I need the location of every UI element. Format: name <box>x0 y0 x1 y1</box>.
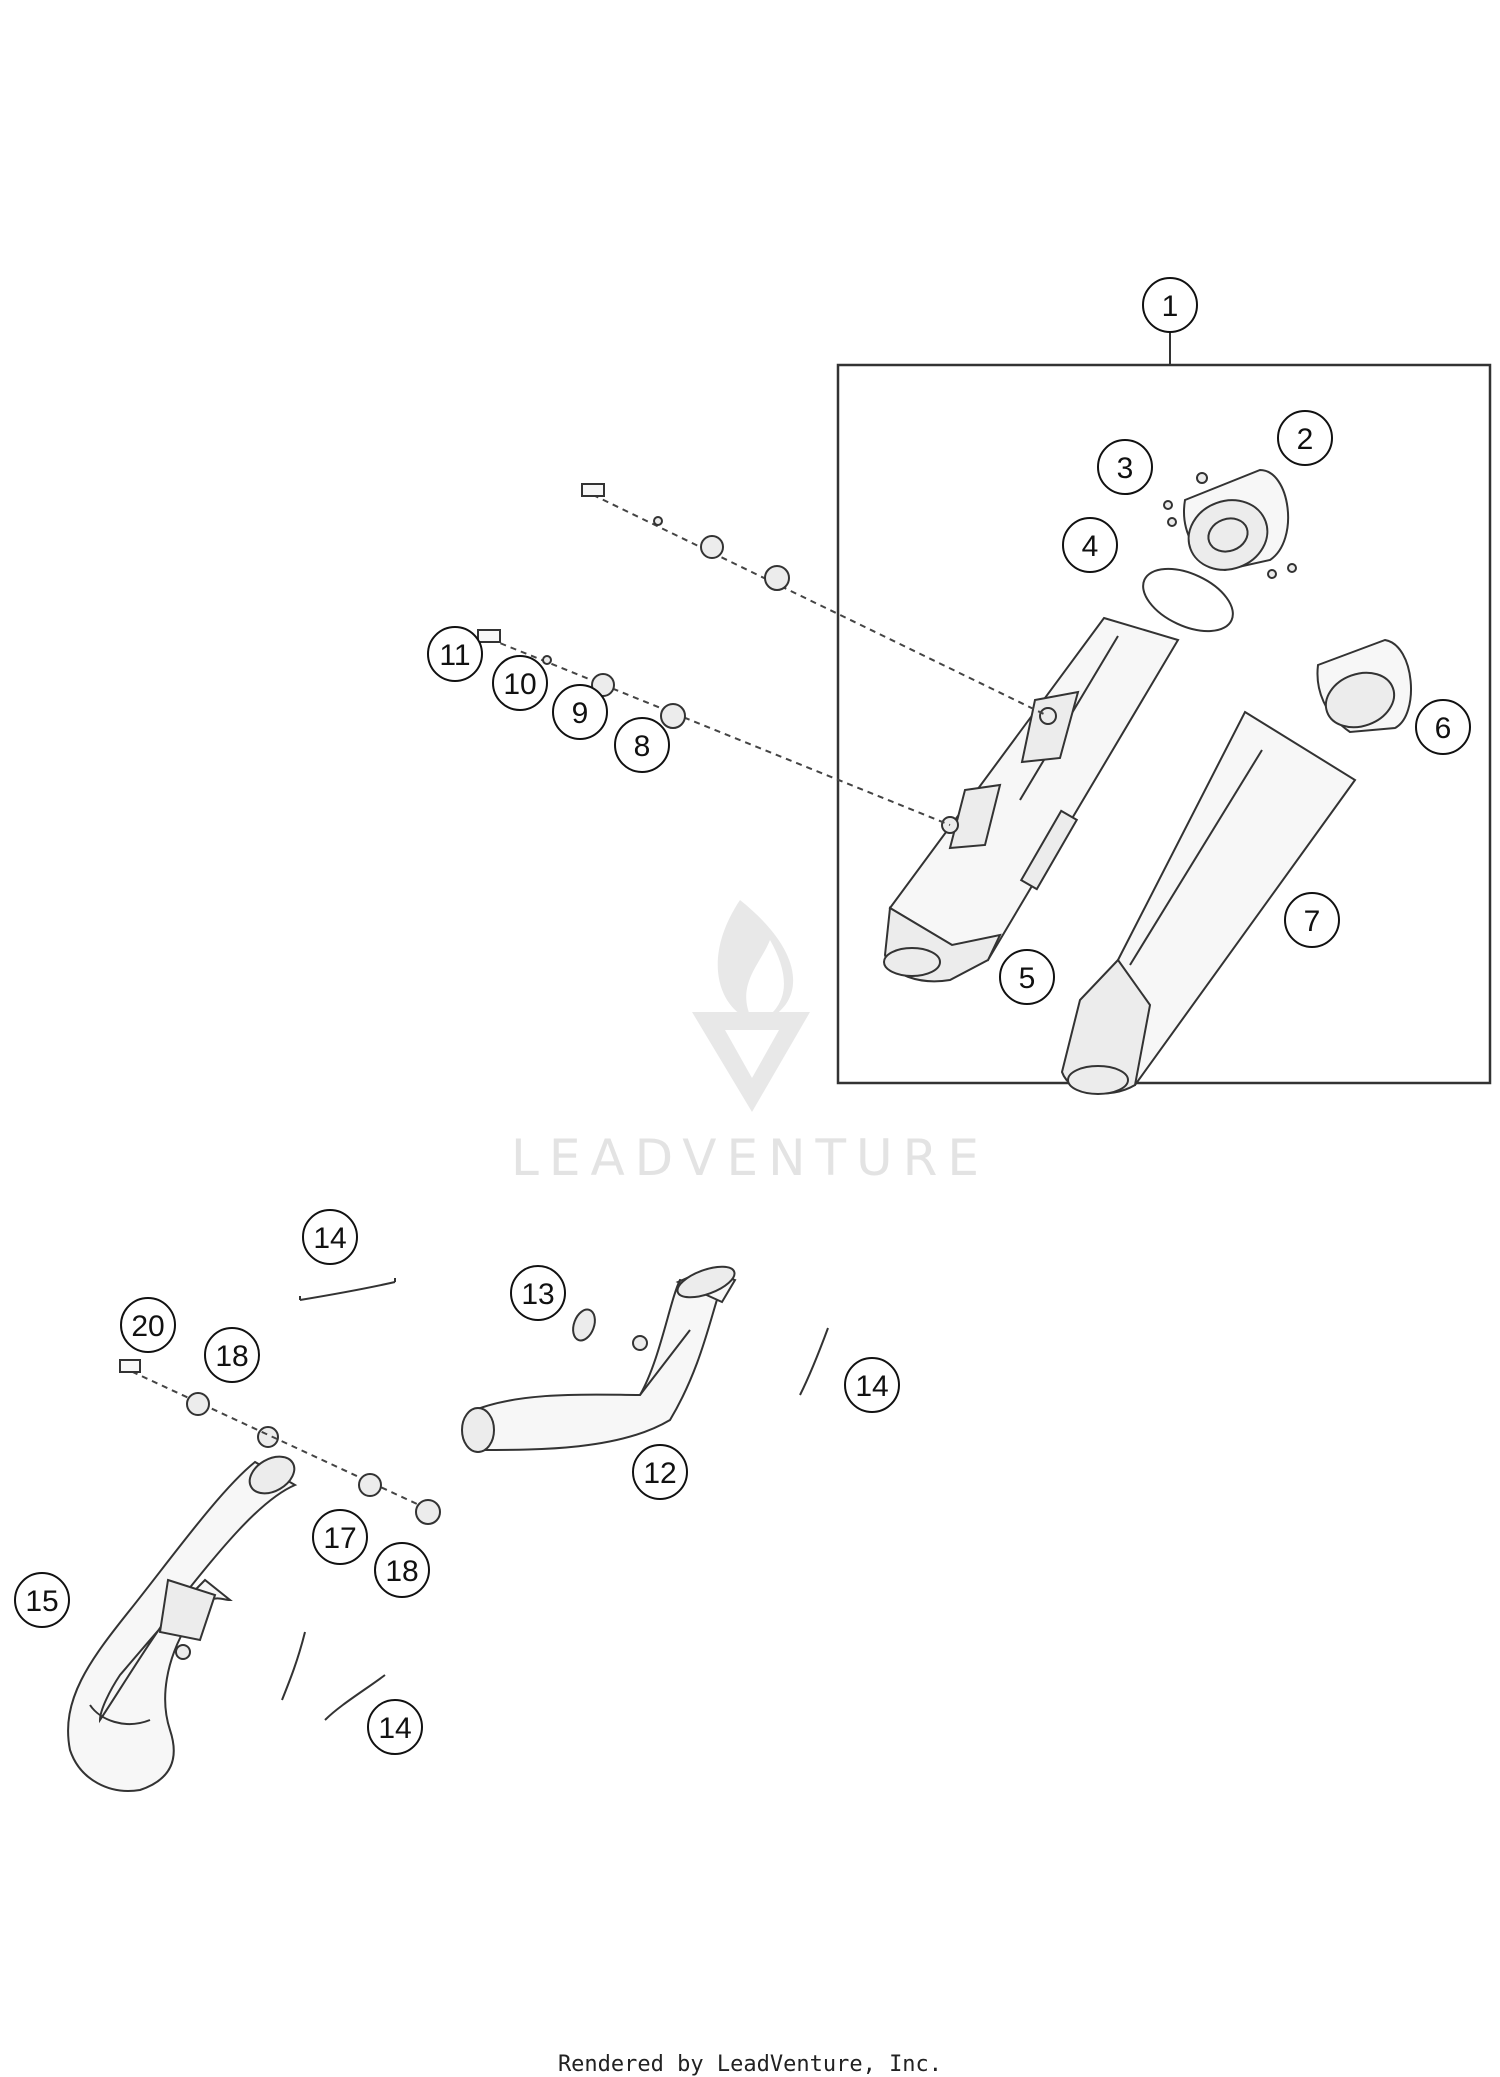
svg-text:6: 6 <box>1435 712 1452 745</box>
end-cap <box>1163 468 1297 579</box>
callout-14: 14 <box>844 1357 900 1413</box>
svg-text:8: 8 <box>634 730 651 763</box>
callout-14: 14 <box>367 1699 423 1755</box>
svg-text:20: 20 <box>131 1310 164 1343</box>
spring <box>281 1631 306 1701</box>
svg-text:14: 14 <box>313 1222 346 1255</box>
svg-text:18: 18 <box>385 1555 418 1588</box>
svg-text:1: 1 <box>1162 290 1179 323</box>
callout-7: 7 <box>1284 892 1340 948</box>
callout-18: 18 <box>204 1327 260 1383</box>
svg-text:14: 14 <box>855 1370 888 1403</box>
svg-text:11: 11 <box>439 639 470 672</box>
silencer-body <box>883 616 1180 983</box>
svg-text:3: 3 <box>1117 452 1134 485</box>
gasket-ring <box>1142 567 1234 633</box>
bolt-lower <box>477 629 686 729</box>
callout-13: 13 <box>510 1265 566 1321</box>
footer-credit: Rendered by LeadVenture, Inc. <box>557 2052 943 2077</box>
spring <box>299 1278 396 1301</box>
watermark-logo <box>692 900 810 1112</box>
fastener-line <box>479 634 951 826</box>
end-cap-spare <box>1316 638 1412 734</box>
silencer-assembly-frame <box>836 363 1492 1085</box>
svg-text:5: 5 <box>1019 962 1036 995</box>
callout-1: 1 <box>1142 277 1198 333</box>
bolt-front <box>119 1359 441 1525</box>
spring <box>799 1327 829 1396</box>
callout-11: 11 <box>427 626 483 682</box>
svg-text:9: 9 <box>572 697 589 730</box>
callout-8: 8 <box>614 717 670 773</box>
spring <box>324 1674 386 1721</box>
svg-text:2: 2 <box>1297 423 1314 456</box>
front-pipe <box>67 1426 298 1792</box>
svg-text:18: 18 <box>215 1340 248 1373</box>
callout-3: 3 <box>1097 439 1153 495</box>
callout-20: 20 <box>120 1297 176 1353</box>
bolt-upper <box>581 483 790 591</box>
svg-text:7: 7 <box>1304 905 1321 938</box>
callout-15: 15 <box>14 1572 70 1628</box>
callout-18: 18 <box>374 1542 430 1598</box>
watermark-text: LEADVENTURE <box>511 1129 989 1187</box>
callout-6: 6 <box>1415 699 1471 755</box>
silencer-sleeve <box>1060 710 1357 1095</box>
svg-text:14: 14 <box>378 1712 411 1745</box>
callout-9: 9 <box>552 684 608 740</box>
fastener-line <box>582 489 1049 717</box>
svg-text:13: 13 <box>521 1278 554 1311</box>
svg-text:12: 12 <box>643 1457 676 1490</box>
callout-4: 4 <box>1062 517 1118 573</box>
svg-text:15: 15 <box>25 1585 58 1618</box>
callout-10: 10 <box>492 655 548 711</box>
header-pipe <box>461 1265 737 1453</box>
callout-17: 17 <box>312 1509 368 1565</box>
callout-12: 12 <box>632 1444 688 1500</box>
callout-5: 5 <box>999 949 1055 1005</box>
clamp <box>572 1308 596 1342</box>
fastener-line <box>121 1366 431 1511</box>
svg-text:17: 17 <box>323 1522 356 1555</box>
svg-text:4: 4 <box>1082 530 1099 563</box>
callout-14: 14 <box>302 1209 358 1265</box>
callout-2: 2 <box>1277 410 1333 466</box>
svg-text:10: 10 <box>503 668 536 701</box>
